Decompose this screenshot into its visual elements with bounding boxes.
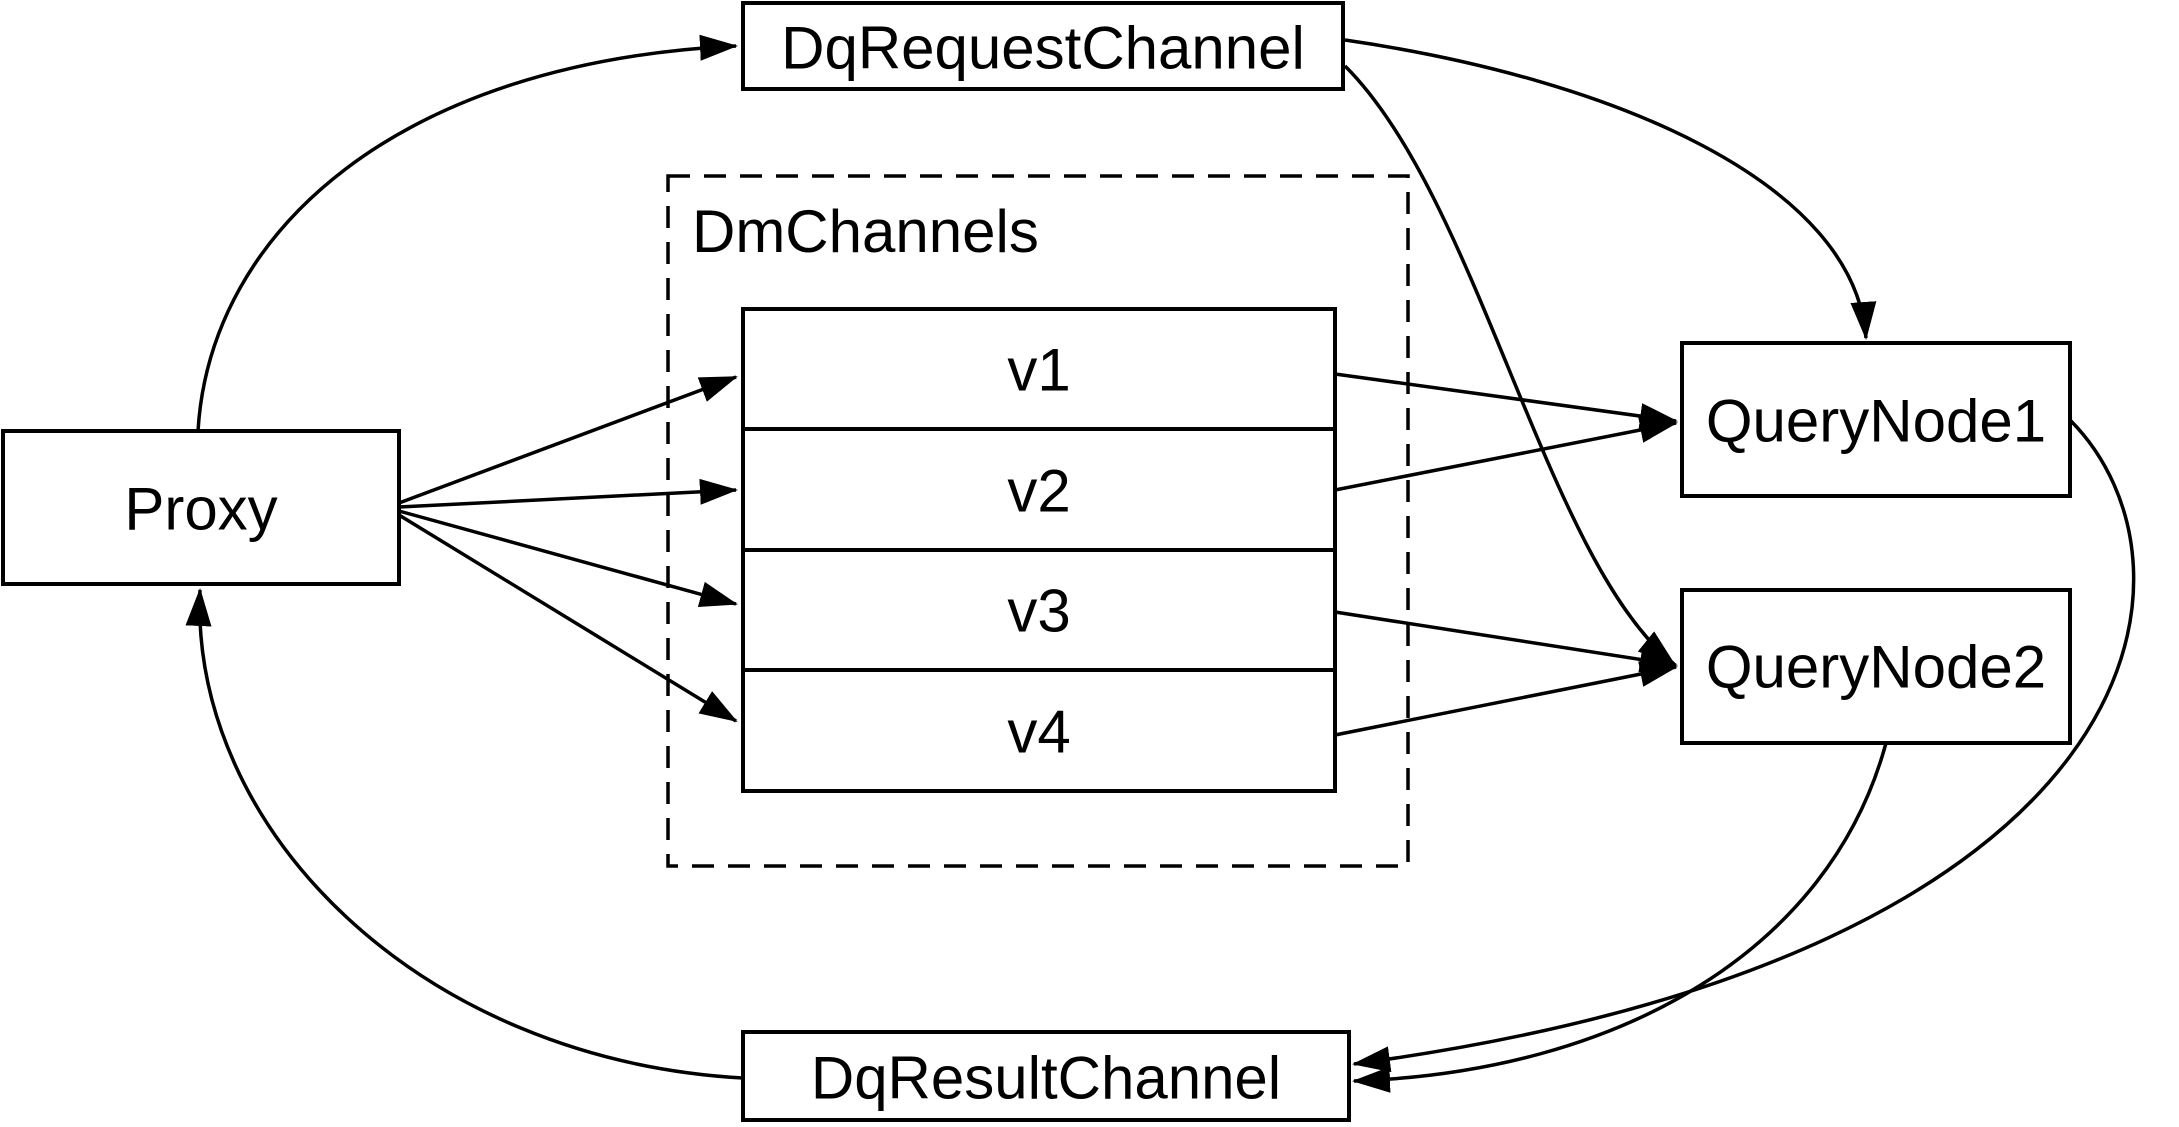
- edge-dq-request-channel-to-query-node2: [1343, 64, 1676, 666]
- query-node1-box: [1680, 341, 2072, 498]
- node-query-node1: QueryNode1: [1680, 341, 2072, 498]
- edge-proxy-to-v4: [398, 513, 738, 723]
- edge-v4-to-query-node2: [1334, 661, 1678, 737]
- dq-result-channel-label: DqResultChannel: [811, 1045, 1281, 1112]
- dm-channels-label: DmChannels: [692, 198, 1039, 265]
- edge-dq-result-channel-to-proxy: [185, 588, 744, 1080]
- proxy-label: Proxy: [124, 476, 277, 543]
- query-node1-label: QueryNode1: [1706, 388, 2046, 455]
- node-dq-request-channel: DqRequestChannel: [741, 1, 1345, 91]
- channel-v1-label: v1: [1007, 337, 1070, 404]
- edge-proxy-to-v2: [398, 478, 738, 509]
- node-query-node2: QueryNode2: [1680, 588, 2072, 745]
- edges: [185, 34, 2136, 1093]
- dm-channels-dashed-border: [666, 174, 1410, 868]
- edge-proxy-to-v1: [398, 375, 738, 505]
- edge-v3-to-query-node2: [1334, 610, 1678, 673]
- node-dq-result-channel: DqResultChannel: [741, 1030, 1351, 1122]
- edge-proxy-to-dq-request-channel: [196, 34, 738, 432]
- channel-v4-label: v4: [1007, 699, 1070, 766]
- edge-v2-to-query-node1: [1334, 417, 1678, 492]
- edge-v1-to-query-node1: [1334, 372, 1678, 429]
- channel-v2-label: v2: [1007, 458, 1070, 525]
- dq-result-channel-box: [741, 1030, 1351, 1122]
- edge-proxy-to-v3: [398, 509, 738, 607]
- proxy-box: [1, 429, 401, 586]
- dq-request-channel-box: [741, 1, 1345, 91]
- dm-channels-group: DmChannels v1 v2 v3 v4: [666, 174, 1410, 868]
- edge-query-node1-to-dq-result-channel: [1352, 418, 2136, 1073]
- dq-request-channel-label: DqRequestChannel: [781, 15, 1305, 82]
- query-node2-box: [1680, 588, 2072, 745]
- edge-query-node2-to-dq-result-channel: [1352, 742, 1888, 1093]
- query-node2-label: QueryNode2: [1706, 634, 2046, 701]
- node-proxy: Proxy: [1, 429, 401, 586]
- edge-dq-request-channel-to-query-node1: [1344, 38, 1877, 340]
- channel-v3-label: v3: [1007, 578, 1070, 645]
